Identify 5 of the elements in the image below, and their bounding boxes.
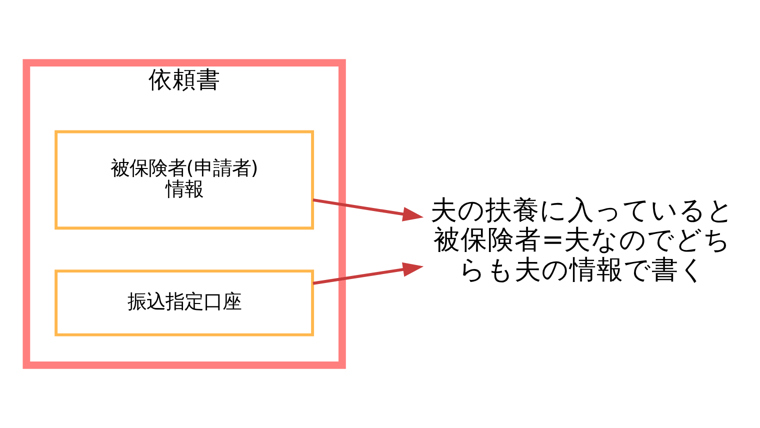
arrow <box>312 198 424 222</box>
arrow <box>312 262 424 285</box>
node-box: 被保険者(申請者)情報 <box>54 130 314 230</box>
node-box: 振込指定口座 <box>54 270 314 336</box>
node-text: 夫の扶養に入っていると被保険者=夫なのでどちらも夫の情報で書く <box>430 195 734 286</box>
